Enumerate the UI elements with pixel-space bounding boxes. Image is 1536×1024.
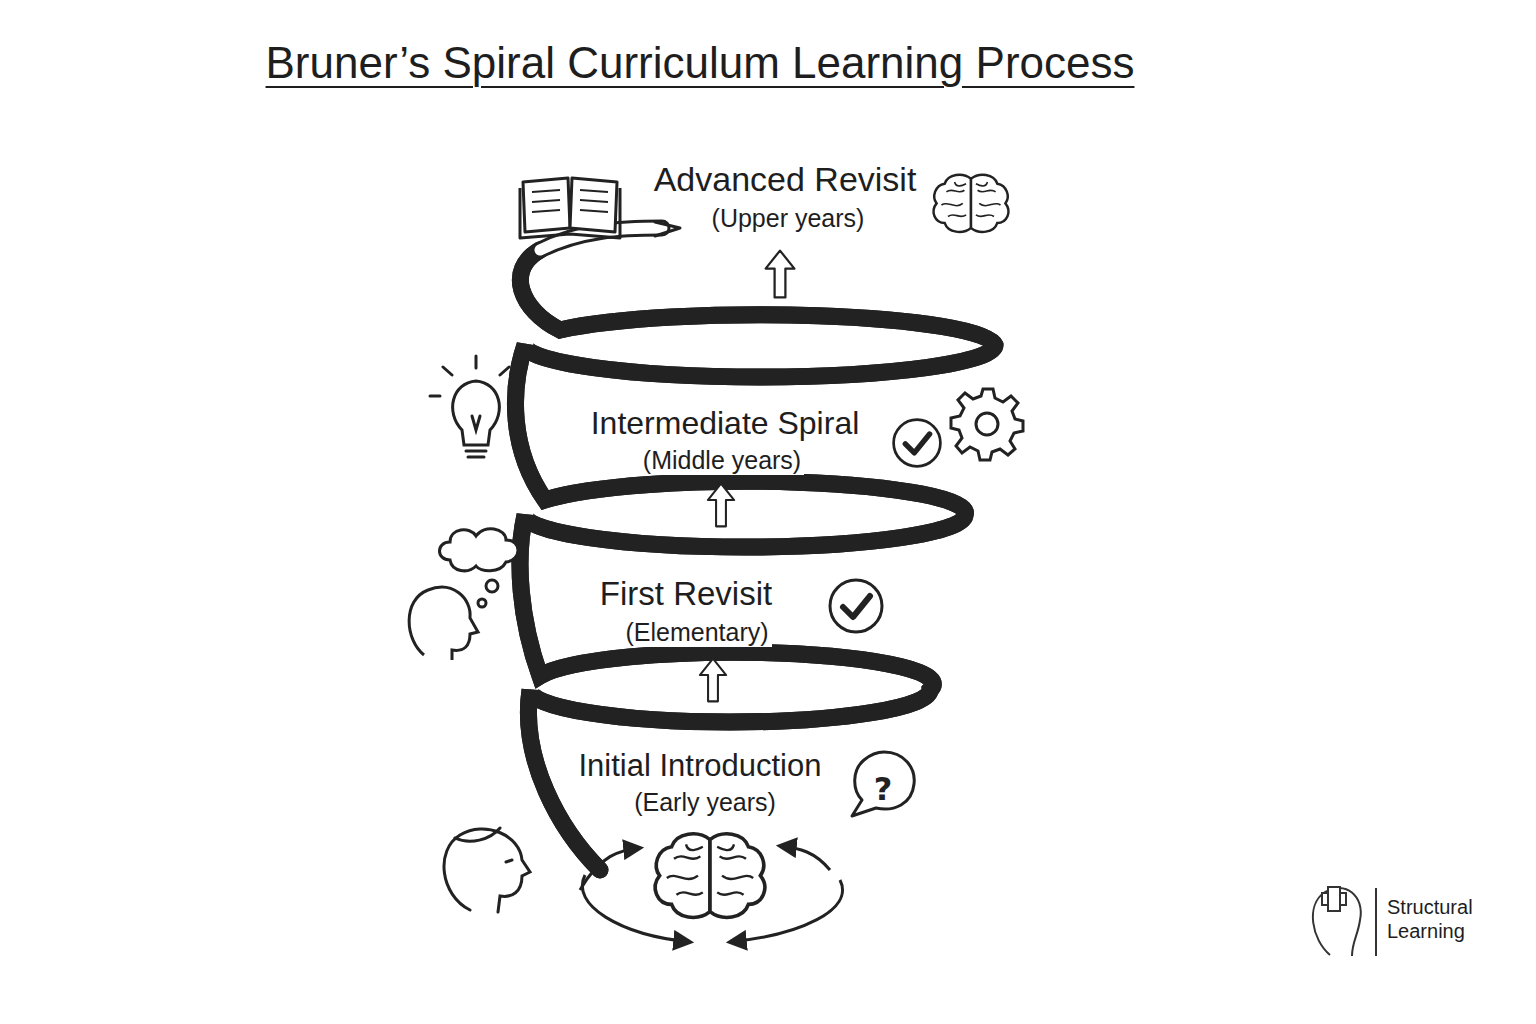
stage-heading: Intermediate Spiral [588, 405, 863, 442]
stage-heading: Initial Introduction [576, 748, 825, 784]
stage-years: (Middle years) [640, 446, 804, 475]
stage-heading: First Revisit [597, 575, 775, 613]
stage-years: (Elementary) [622, 618, 771, 647]
logo-text: Structural [1384, 896, 1476, 919]
svg-text:?: ? [874, 770, 893, 808]
stage-years: (Upper years) [709, 204, 868, 233]
stage-years: (Early years) [631, 788, 779, 817]
stage-heading: Advanced Revisit [651, 160, 920, 199]
logo-text: Learning [1384, 920, 1468, 943]
diagram-title: Bruner’s Spiral Curriculum Learning Proc… [266, 38, 1135, 88]
